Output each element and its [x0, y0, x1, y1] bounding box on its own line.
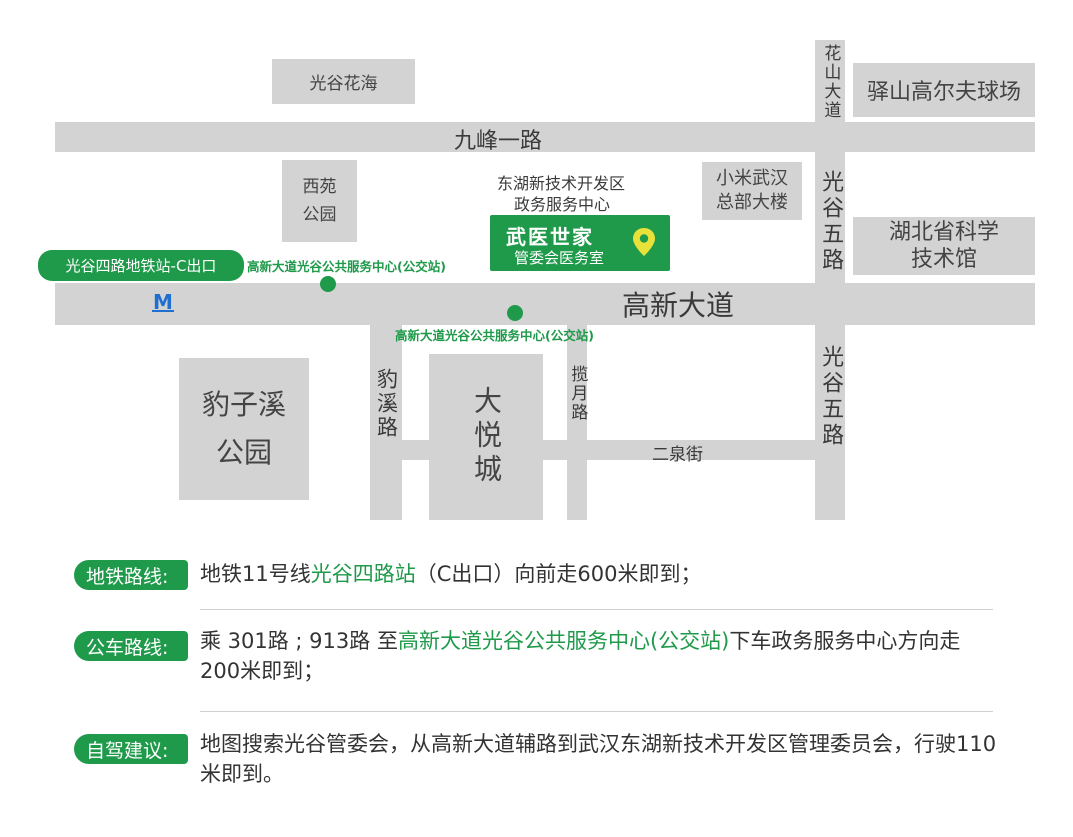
- road-label-guanggu5-top: 光谷五路: [816, 170, 844, 274]
- place-baozixi: 豹子溪 公园: [179, 358, 309, 500]
- place-xiaomi-line1: 小米武汉: [716, 168, 788, 189]
- destination-subtitle: 管委会医务室: [514, 249, 605, 267]
- location-map: 九峰一路 高新大道 花山大道 光谷五路 光谷五路 豹溪路 揽月路 二泉街 光谷花…: [38, 40, 1035, 520]
- place-dayue: 大悦城: [429, 354, 543, 520]
- road-label-guanggu5-bottom-text: 光谷五路: [818, 345, 844, 449]
- bus-stop-label-south: 高新大道光谷公共服务中心(公交站): [395, 328, 594, 343]
- divider-2: [200, 711, 993, 712]
- metro-icon-glyph: M: [153, 290, 173, 314]
- subway-text-post: （C出口）向前走600米即到；: [415, 562, 702, 586]
- road-label-jiufeng: 九峰一路: [454, 129, 543, 154]
- place-museum-line2: 技术馆: [910, 247, 977, 272]
- destination-brand: 武医世家: [506, 225, 594, 249]
- bus-text-post: 下车政务服务中心方向走200米即到；: [200, 629, 961, 683]
- divider-1: [200, 609, 993, 610]
- place-huahai: 光谷花海: [272, 59, 415, 104]
- road-lanyue: [567, 325, 587, 520]
- road-baoxi: [370, 325, 402, 520]
- bus-stop-highlight: 高新大道光谷公共服务中心(公交站): [397, 629, 730, 653]
- road-label-baoxi: 豹溪路: [373, 368, 399, 440]
- place-golf: 驿山高尔夫球场: [853, 63, 1035, 117]
- place-dayue-text: 大悦城: [470, 386, 503, 488]
- bus-stop-dot-north: [320, 276, 336, 292]
- subway-label: 地铁路线:: [74, 560, 189, 590]
- metro-icon: M: [150, 290, 176, 314]
- subway-text-pre: 地铁11号线: [200, 562, 311, 586]
- place-baozixi-line1: 豹子溪: [201, 388, 286, 421]
- bus-stop-label-north: 高新大道光谷公共服务中心(公交站): [247, 259, 446, 274]
- place-baozixi-line2: 公园: [215, 436, 272, 469]
- bus-text: 乘 301路 ; 913路 至高新大道光谷公共服务中心(公交站)下车政务服务中心…: [200, 626, 1000, 686]
- subway-text: 地铁11号线光谷四路站（C出口）向前走600米即到；: [200, 559, 1000, 589]
- place-museum-line1: 湖北省科学: [888, 220, 999, 245]
- place-xiyuan: 西苑 公园: [282, 160, 357, 242]
- drive-label: 自驾建议:: [74, 734, 189, 764]
- destination-marker: 武医世家 管委会医务室: [490, 215, 670, 271]
- place-gov-line1: 东湖新技术开发区: [497, 174, 626, 193]
- road-label-baoxi-text: 豹溪路: [374, 368, 399, 440]
- place-xiyuan-line2: 公园: [302, 205, 337, 225]
- bus-stop-dot-south: [507, 305, 523, 321]
- place-xiaomi-line2: 总部大楼: [716, 192, 788, 213]
- road-label-huashan: 花山大道: [818, 44, 842, 120]
- road-guanggu5: [815, 40, 845, 520]
- subway-station: 光谷四路站: [310, 562, 416, 586]
- location-pin-icon: [633, 228, 655, 256]
- place-xiaomi: 小米武汉 总部大楼: [702, 162, 802, 220]
- road-gaoxin: [55, 283, 1035, 325]
- road-label-huashan-text: 花山大道: [820, 44, 841, 120]
- place-museum: 湖北省科学 技术馆: [853, 217, 1035, 275]
- road-jiufeng: [55, 122, 1035, 152]
- road-label-lanyue: 揽月路: [566, 365, 588, 422]
- drive-text: 地图搜索光谷管委会，从高新大道辅路到武汉东湖新技术开发区管理委员会，行驶110米…: [200, 732, 997, 786]
- road-label-lanyue-text: 揽月路: [567, 365, 588, 422]
- road-label-gaoxin: 高新大道: [622, 289, 735, 322]
- road-label-erquan: 二泉街: [652, 445, 703, 465]
- road-label-guanggu5-bottom: 光谷五路: [816, 345, 844, 449]
- bus-label: 公车路线:: [74, 631, 189, 661]
- place-gov-line2: 政务服务中心: [514, 195, 611, 214]
- metro-exit-badge: 光谷四路地铁站-C出口: [38, 250, 244, 281]
- bus-text-pre: 乘 301路 ; 913路 至: [200, 629, 398, 653]
- place-xiyuan-line1: 西苑: [302, 177, 337, 197]
- road-label-guanggu5-top-text: 光谷五路: [818, 170, 844, 274]
